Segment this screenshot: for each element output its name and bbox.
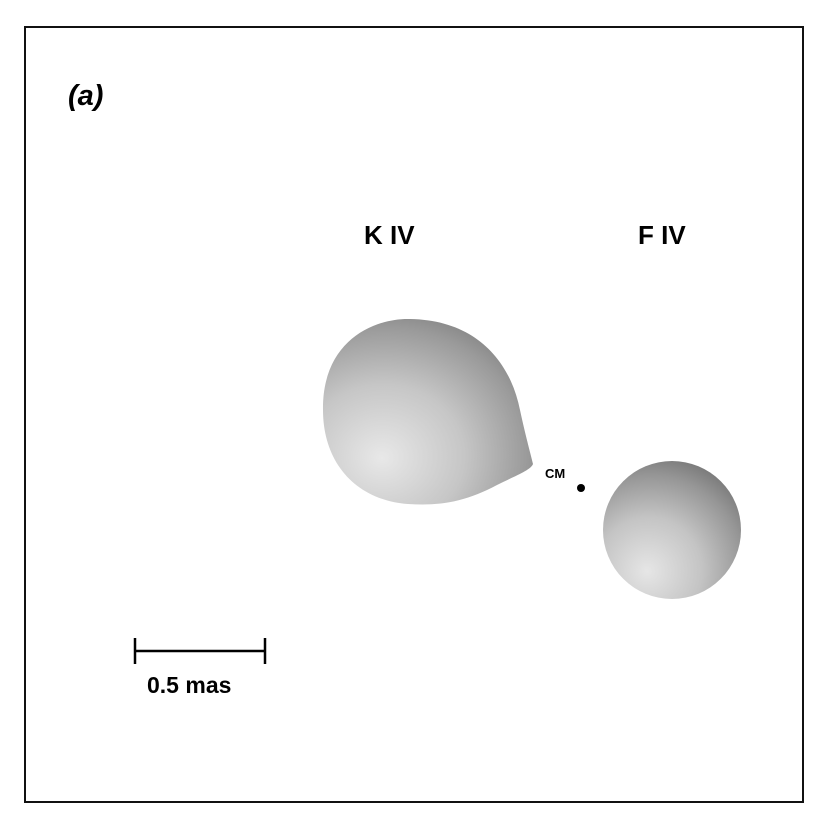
k-iv-star-shape: [322, 318, 533, 505]
center-of-mass-label: CM: [545, 466, 566, 481]
scale-bar: [133, 638, 267, 664]
f-iv-star-shape: [603, 461, 741, 599]
k-iv-star-label: K IV: [364, 220, 415, 250]
f-iv-star-label: F IV: [638, 220, 686, 250]
panel-label: (a): [68, 80, 104, 112]
scale-bar-label: 0.5 mas: [147, 672, 232, 698]
center-of-mass-dot: [577, 484, 585, 492]
